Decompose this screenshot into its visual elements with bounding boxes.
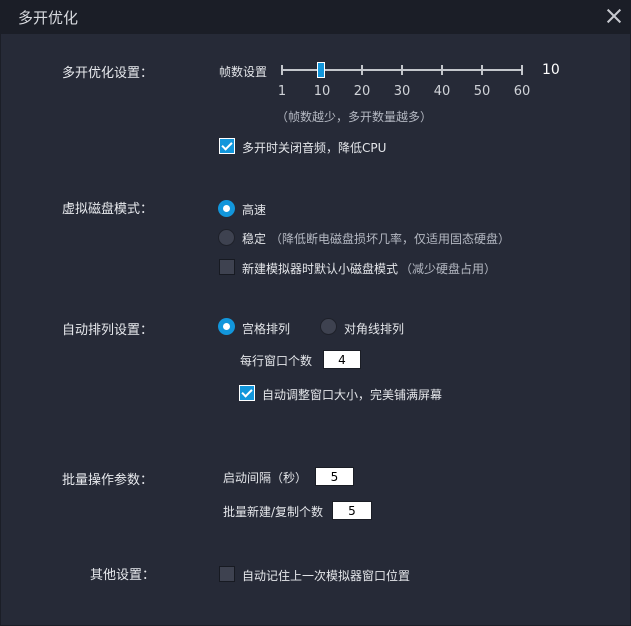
disk-stable-radio[interactable] (218, 229, 235, 246)
auto-resize-label: 自动调整窗口大小，完美铺满屏幕 (262, 388, 443, 402)
small-disk-hint: （减少硬盘占用） (400, 262, 497, 276)
tick-label: 40 (433, 84, 451, 99)
tick-label: 30 (393, 84, 411, 99)
slider-tick (441, 65, 443, 75)
tick-label: 20 (353, 84, 371, 99)
small-disk-label: 新建模拟器时默认小磁盘模式 (242, 262, 399, 276)
slider-tick (401, 65, 403, 75)
slider-tick (281, 65, 283, 75)
disk-stable-label: 稳定 (242, 232, 267, 246)
tick-label: 10 (313, 84, 331, 99)
mute-audio-checkbox[interactable] (219, 138, 235, 154)
arrange-diagonal-radio[interactable] (320, 318, 337, 335)
per-row-input[interactable] (323, 350, 361, 369)
small-disk-checkbox[interactable] (219, 259, 235, 275)
arrange-grid-label: 宫格排列 (242, 322, 291, 336)
mute-audio-label: 多开时关闭音频，降低CPU (242, 141, 387, 155)
frame-rate-label: 帧数设置 (219, 65, 268, 79)
auto-resize-checkbox[interactable] (239, 385, 255, 401)
interval-label: 启动间隔（秒） (223, 471, 308, 485)
arrange-grid-radio[interactable] (218, 318, 235, 335)
section-label-arrange: 自动排列设置： (62, 323, 154, 338)
slider-tick (521, 65, 523, 75)
remember-position-checkbox[interactable] (219, 566, 235, 582)
window-title: 多开优化 (18, 9, 79, 27)
per-row-label: 每行窗口个数 (240, 354, 313, 368)
interval-input[interactable] (315, 467, 354, 486)
section-label-other: 其他设置： (90, 568, 156, 583)
tick-label: 50 (473, 84, 491, 99)
batch-count-input[interactable] (332, 501, 372, 520)
batch-count-label: 批量新建/复制个数 (223, 505, 324, 519)
title-bar: 多开优化 (0, 0, 631, 34)
frame-rate-value: 10 (542, 62, 560, 78)
frame-rate-hint: （帧数越少，多开数量越多） (276, 110, 433, 124)
tick-label: 1 (277, 84, 287, 99)
disk-stable-hint: （降低断电磁盘损坏几率，仅适用固态硬盘） (270, 232, 511, 246)
disk-fast-radio[interactable] (218, 200, 235, 217)
tick-label: 60 (513, 84, 531, 99)
arrange-diagonal-label: 对角线排列 (344, 322, 405, 336)
slider-tick (361, 65, 363, 75)
slider-thumb[interactable] (317, 62, 325, 78)
remember-position-label: 自动记住上一次模拟器窗口位置 (242, 569, 411, 583)
section-label-disk: 虚拟磁盘模式： (62, 202, 154, 217)
section-label-multi-open: 多开优化设置： (62, 66, 154, 81)
close-icon[interactable] (605, 7, 623, 25)
settings-panel (1, 34, 630, 625)
section-label-batch: 批量操作参数： (62, 473, 154, 488)
slider-tick (481, 65, 483, 75)
disk-fast-label: 高速 (242, 203, 267, 217)
